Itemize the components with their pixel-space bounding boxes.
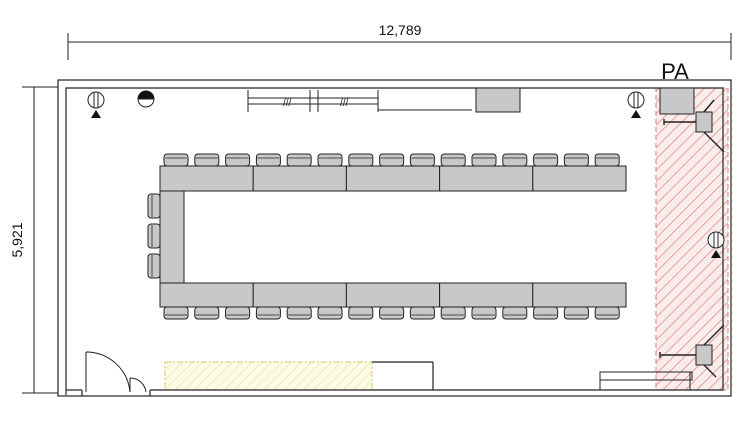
chair [409, 306, 435, 320]
table-top-segment [345, 165, 441, 192]
outlet-icon [707, 231, 725, 258]
chair [563, 306, 589, 320]
chair [194, 306, 220, 320]
chair [440, 306, 466, 320]
door-swing-icon [85, 351, 147, 393]
chair [533, 153, 559, 167]
chair [563, 153, 589, 167]
chair [194, 153, 220, 167]
tripod-speaker-stand-icon [659, 324, 725, 378]
chair [163, 306, 189, 320]
table-bottom-segment [345, 282, 441, 308]
lectern [599, 371, 693, 390]
chair [348, 153, 374, 167]
height-dimension-label: 5,921 [9, 222, 25, 257]
speaker-icon [137, 90, 155, 108]
chair [255, 306, 281, 320]
table-top-segment [159, 165, 254, 192]
table-bottom-segment [439, 282, 534, 308]
table-bottom-segment [532, 282, 627, 308]
svg-text:///: /// [340, 98, 349, 109]
chair [533, 306, 559, 320]
table-bottom-segment [159, 282, 254, 308]
conference-tables [159, 165, 627, 308]
chair [225, 306, 251, 320]
pa-speaker-box [659, 87, 695, 115]
chair [163, 153, 189, 167]
width-dimension: 12,789 [67, 22, 732, 60]
chair [594, 306, 620, 320]
table-side-segment [159, 190, 185, 284]
chair [286, 306, 312, 320]
chair [317, 153, 343, 167]
table-top-segment [252, 165, 347, 192]
outlet-icon [87, 91, 105, 118]
room-walls [57, 79, 732, 397]
chair [502, 306, 528, 320]
wall-cabinet [475, 87, 521, 113]
table-bottom-segment [252, 282, 347, 308]
chair [348, 306, 374, 320]
chair [379, 153, 405, 167]
chair [379, 306, 405, 320]
table-top-segment [532, 165, 627, 192]
chair [286, 153, 312, 167]
chair [594, 153, 620, 167]
chairs [147, 153, 620, 320]
table-top-segment [439, 165, 534, 192]
chair [147, 193, 161, 219]
chair [471, 306, 497, 320]
svg-text:///: /// [283, 98, 292, 109]
chair [502, 153, 528, 167]
chair [147, 253, 161, 279]
width-dimension-label: 12,789 [379, 22, 422, 38]
chair [440, 153, 466, 167]
storage-zone [164, 361, 373, 391]
height-dimension: 5,921 [9, 86, 58, 394]
tripod-speaker-stand-icon [663, 99, 725, 153]
window-partition: /// /// [247, 90, 472, 112]
chair [147, 223, 161, 249]
chair [471, 153, 497, 167]
outlet-icon [627, 91, 645, 118]
chair [255, 153, 281, 167]
chair [409, 153, 435, 167]
chair [317, 306, 343, 320]
chair [225, 153, 251, 167]
